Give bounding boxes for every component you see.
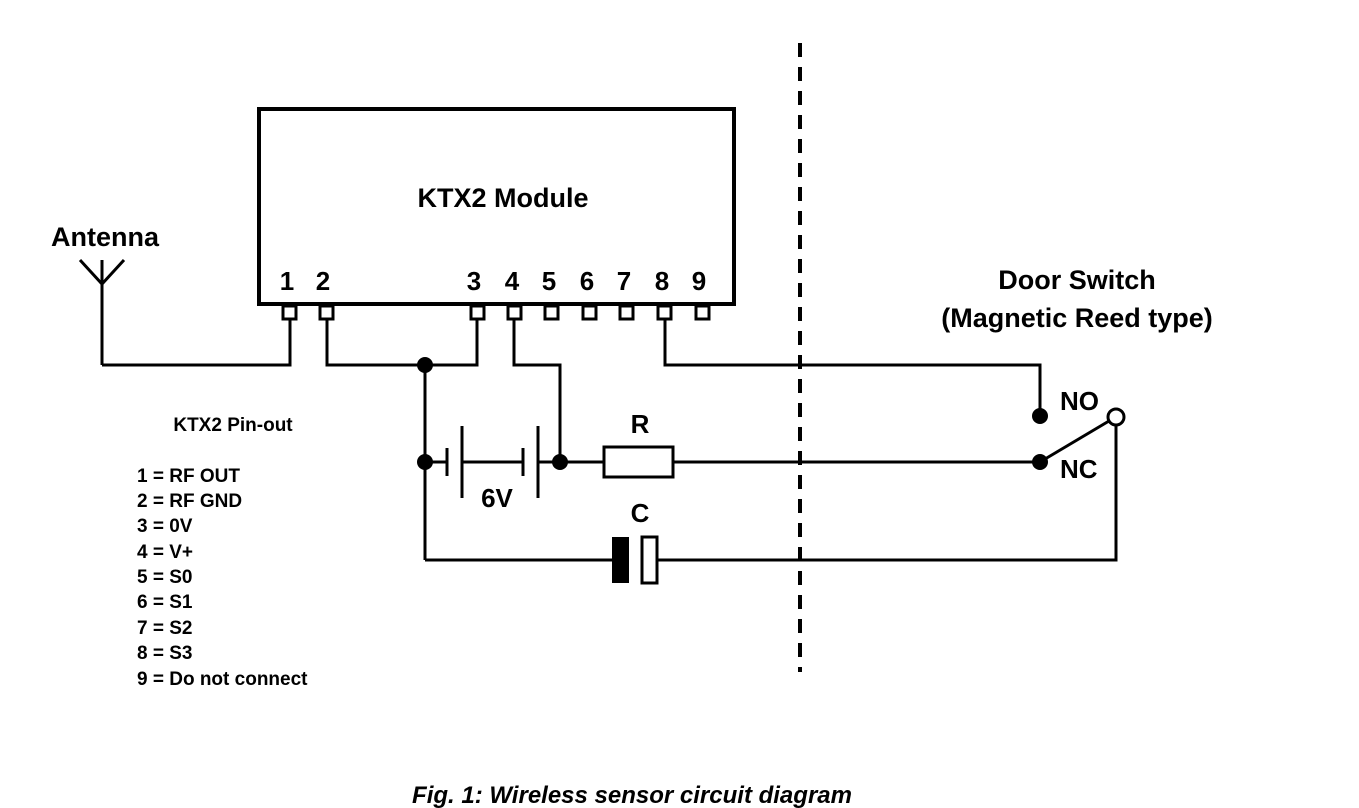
antenna-label: Antenna bbox=[51, 222, 160, 252]
pin-number: 5 bbox=[542, 266, 556, 296]
switch-nc-label: NC bbox=[1060, 454, 1098, 484]
pinout-item: 2 = RF GND bbox=[137, 491, 242, 512]
pin-pad bbox=[469, 304, 486, 321]
pin-numbers: 1 2 3 4 5 6 7 8 9 bbox=[280, 266, 706, 296]
pin-pad bbox=[318, 304, 335, 321]
pin-pad bbox=[581, 304, 598, 321]
resistor-symbol bbox=[602, 445, 675, 479]
module-title: KTX2 Module bbox=[417, 183, 588, 213]
pin-number: 1 bbox=[280, 266, 294, 296]
junction-dot bbox=[417, 357, 433, 373]
pin-number: 2 bbox=[316, 266, 330, 296]
pinout-list: 1 = RF OUT 2 = RF GND 3 = 0V 4 = V+ 5 = … bbox=[137, 466, 308, 690]
pinout-item: 7 = S2 bbox=[137, 618, 192, 639]
capacitor-plate-positive bbox=[640, 535, 659, 585]
ktx2-module-box bbox=[257, 107, 736, 306]
pinout-item: 3 = 0V bbox=[137, 516, 193, 537]
pin-number: 8 bbox=[655, 266, 669, 296]
junction-dot bbox=[552, 454, 568, 470]
antenna-icon bbox=[78, 258, 126, 365]
wire-capacitor bbox=[425, 425, 1118, 562]
pin-number: 7 bbox=[617, 266, 631, 296]
junction-dot bbox=[417, 454, 433, 470]
pin-pad bbox=[281, 304, 298, 321]
pinout-item: 6 = S1 bbox=[137, 592, 193, 613]
door-switch-subtitle: (Magnetic Reed type) bbox=[941, 303, 1213, 333]
pin-pad bbox=[694, 304, 711, 321]
switch-contact-no bbox=[1032, 408, 1048, 424]
pinout-title: KTX2 Pin-out bbox=[173, 415, 293, 436]
pin-number: 4 bbox=[505, 266, 520, 296]
pinout-item: 9 = Do not connect bbox=[137, 669, 308, 690]
pin-number: 9 bbox=[692, 266, 706, 296]
pin-pad bbox=[618, 304, 635, 321]
pin-pad bbox=[506, 304, 523, 321]
wire-pin8 bbox=[663, 319, 1042, 416]
wire-pin4 bbox=[512, 319, 562, 462]
antenna-wire bbox=[102, 319, 292, 367]
pinout-item: 5 = S0 bbox=[137, 567, 192, 588]
figure-caption: Fig. 1: Wireless sensor circuit diagram bbox=[412, 782, 852, 808]
pinout-item: 1 = RF OUT bbox=[137, 466, 240, 487]
switch-pivot bbox=[1106, 407, 1126, 427]
pin-pads bbox=[281, 304, 711, 321]
pinout-item: 8 = S3 bbox=[137, 643, 192, 664]
switch-arm bbox=[1039, 419, 1110, 464]
pin-pad bbox=[543, 304, 560, 321]
battery-label: 6V bbox=[481, 483, 513, 513]
pinout-item: 4 = V+ bbox=[137, 542, 193, 563]
switch-no-label: NO bbox=[1060, 386, 1099, 416]
pin-number: 3 bbox=[467, 266, 481, 296]
pin-pad bbox=[656, 304, 673, 321]
capacitor-label: C bbox=[631, 498, 650, 528]
door-switch-title: Door Switch bbox=[998, 265, 1156, 295]
pin-number: 6 bbox=[580, 266, 594, 296]
capacitor-plate-negative bbox=[612, 537, 629, 583]
wire-pin2-pin3 bbox=[325, 319, 479, 367]
resistor-label: R bbox=[631, 409, 650, 439]
